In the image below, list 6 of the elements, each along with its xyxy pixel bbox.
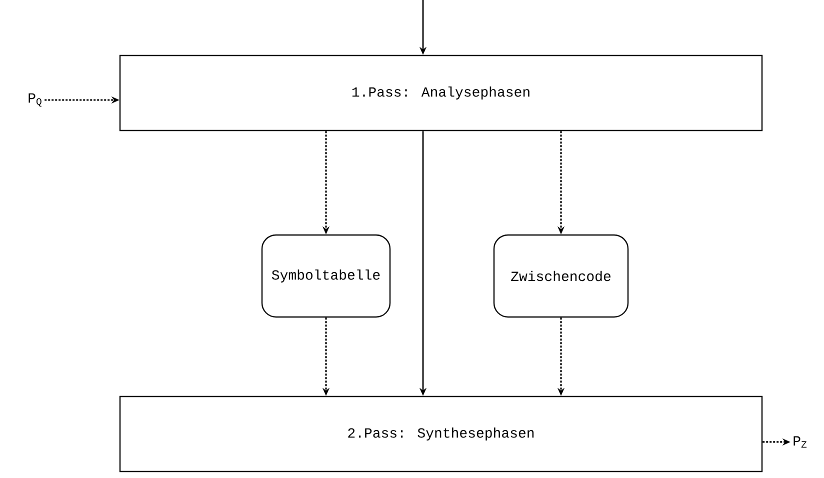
process-box: 1.Pass: Analysephasen: [119, 54, 763, 132]
data-store-box: Zwischencode: [493, 234, 629, 318]
node-label: P$_{Z}$: [794, 436, 807, 448]
process-box: 2.Pass: Synthesephasen: [119, 396, 763, 472]
node-label: P$_{Q}$: [28, 93, 42, 107]
data-store-box: Symboltabelle: [261, 234, 391, 318]
